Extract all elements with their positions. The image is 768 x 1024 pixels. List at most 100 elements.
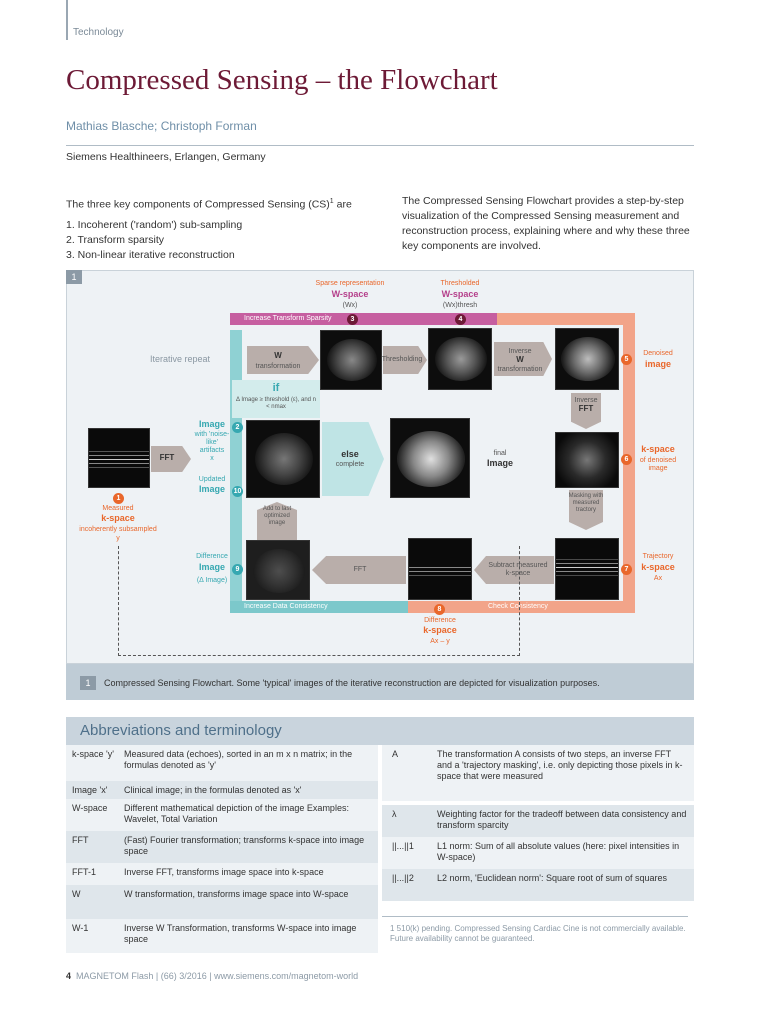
caption-number: 1 (80, 676, 96, 690)
abbr-row-right: A The transformation A consists of two s… (382, 745, 694, 801)
footnote: 1 510(k) pending. Compressed Sensing Car… (390, 924, 686, 943)
mri-blob (435, 337, 487, 381)
step-6: 6 (621, 454, 632, 465)
if-box (232, 380, 320, 418)
mri-blob (255, 433, 313, 485)
abbr-key: W-1 (72, 923, 89, 933)
kspace-line (89, 459, 149, 460)
abbr-row-right: λ Weighting factor for the tradeoff betw… (382, 805, 694, 837)
step-8: 8 (434, 604, 445, 615)
difference-kspace-label: k-space (423, 625, 457, 635)
affiliation: Siemens Healthineers, Erlangen, Germany (66, 151, 266, 163)
image-2-sub: with 'noise-like' artifacts (194, 431, 230, 454)
inverse-w-title: Inverse (508, 348, 532, 355)
step-1: 1 (113, 493, 124, 504)
list-item: 3. Non-linear iterative reconstruction (66, 248, 235, 261)
abbr-val: Inverse W Transformation, transforms W-s… (124, 923, 357, 944)
abbr-key: W-space (72, 803, 108, 813)
mri-blob (253, 549, 305, 593)
divider (66, 145, 694, 146)
abbr-key: W (72, 889, 81, 899)
abbr-row-left: FFT (Fast) Fourier transformation; trans… (66, 831, 378, 863)
check-consistency-label: Check Consistency (488, 603, 548, 610)
step-4: 4 (455, 314, 466, 325)
if-condition: Δ Image ≥ threshold (ε), and n < nmax (236, 397, 317, 410)
abbr-key: ||...||1 (392, 841, 414, 851)
measured-kspace (88, 428, 150, 488)
kspace-line (89, 463, 149, 464)
kspace-line (409, 567, 471, 568)
abbr-row-left: FFT-1 Inverse FFT, transforms image spac… (66, 863, 378, 885)
sparsity-band (230, 313, 500, 325)
abbr-key: FFT (72, 835, 89, 845)
page-title: Compressed Sensing – the Flowchart (66, 64, 498, 96)
inverse-fft-1: Inverse (574, 397, 598, 404)
abbr-val: (Fast) Fourier transformation; transform… (124, 835, 365, 856)
inverse-fft-arrow (571, 393, 601, 429)
abbr-val: L2 norm, 'Euclidean norm': Square root o… (437, 873, 668, 883)
mri-blob (561, 337, 615, 381)
updated-label: Updated (198, 476, 226, 483)
kspace-line (556, 571, 618, 572)
kspace-line (89, 467, 149, 468)
delta-image-label: (Δ Image) (196, 577, 228, 584)
kspace-line (556, 567, 618, 568)
masking-label: Masking with measured tractory (568, 493, 604, 513)
intro-right: The Compressed Sensing Flowchart provide… (402, 195, 690, 252)
abbr-row-left: k-space 'y' Measured data (echoes), sort… (66, 745, 378, 781)
denoised-image (555, 328, 619, 390)
abbr-key: k-space 'y' (72, 749, 114, 759)
thresholding-label: Thresholding (381, 356, 423, 363)
intro-lead-end: are (333, 198, 352, 211)
trajectory-kspace-image (555, 538, 619, 600)
kspace-denoised-title: k-space (641, 444, 675, 454)
intro-lead: The three key components of Compressed S… (66, 198, 330, 211)
step-9: 9 (232, 564, 243, 575)
figure-number: 1 (66, 270, 82, 284)
abbr-val: Clinical image; in the formulas denoted … (124, 785, 302, 795)
denoised-label: Denoised (643, 350, 673, 357)
final-label: final (493, 450, 507, 457)
abbr-val: Different mathematical depiction of the … (124, 803, 349, 824)
w-space-label: W-space (331, 289, 369, 299)
inverse-w-w: W (516, 355, 524, 364)
updated-image: Image (198, 484, 225, 494)
w-transform-sub: transformation (255, 363, 301, 370)
final-image (390, 418, 470, 498)
kspace-line (89, 451, 149, 452)
denoised-image-label: image (644, 359, 671, 369)
authors: Mathias Blasche; Christoph Forman (66, 119, 257, 133)
masking-arrow (569, 490, 603, 530)
dashed-loop (118, 546, 520, 656)
mri-blob (327, 339, 377, 381)
kspace-line (89, 455, 149, 456)
difference-kspace-image (408, 538, 472, 600)
abbr-val: Weighting factor for the tradeoff betwee… (437, 809, 687, 830)
footer: 4 MAGNETOM Flash | (66) 3/2016 | www.sie… (66, 971, 358, 981)
fft-label: FFT (159, 453, 175, 462)
measured-kspace-label: k-space (101, 513, 135, 523)
teal-bottom-band (230, 601, 408, 613)
else-title: else (341, 449, 359, 459)
fft-back-label: FFT (353, 566, 367, 573)
w-transform-arrow (247, 346, 319, 374)
caption-box (66, 664, 694, 700)
abbr-row-left: W W transformation, transforms image spa… (66, 885, 378, 919)
list-item: 1. Incoherent ('random') sub-sampling (66, 218, 243, 231)
trajectory-kspace-label: k-space (641, 562, 675, 572)
thresholded-label: Thresholded (440, 280, 480, 287)
kspace-line (556, 563, 618, 564)
abbr-val: W transformation, transforms image space… (124, 889, 349, 899)
kspace-line (409, 571, 471, 572)
wx-thresh-label: (Wx)thresh (442, 302, 478, 309)
iterative-repeat-label: Iterative repeat (150, 354, 211, 364)
abbr-row-left: W-space Different mathematical depiction… (66, 799, 378, 831)
step-5: 5 (621, 354, 632, 365)
orange-bottom-band (405, 601, 635, 613)
section-label: Technology (73, 27, 124, 38)
measured-label: Measured (102, 505, 134, 512)
else-sub: complete (335, 461, 365, 468)
abbreviations-title: Abbreviations and terminology (80, 722, 282, 739)
if-title: if (272, 382, 280, 394)
page-number: 4 (66, 971, 72, 981)
